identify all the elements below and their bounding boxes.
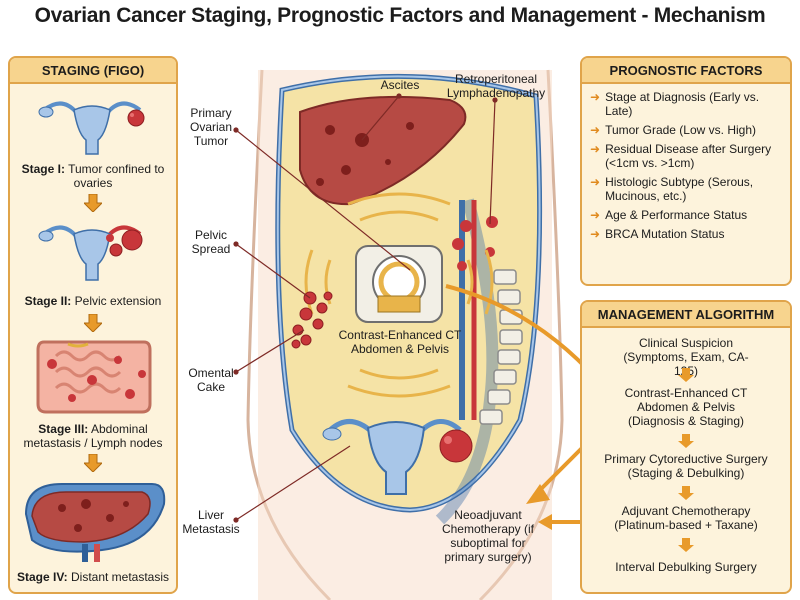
prognostic-list: ➜Stage at Diagnosis (Early vs. Late) ➜Tu… [582, 84, 790, 241]
stage-4-illustration [24, 483, 166, 562]
arrow-right-icon: ➜ [590, 175, 601, 189]
management-step: Primary Cytoreductive Surgery (Staging &… [604, 452, 768, 480]
staging-panel: STAGING (FIGO) Stage I: Tumor confined t… [8, 56, 178, 594]
arrow-right-icon: ➜ [590, 123, 601, 137]
list-item: ➜Stage at Diagnosis (Early vs. Late) [590, 90, 760, 118]
down-arrow-icon [678, 368, 694, 382]
callout-lymphadenopathy: Retroperitoneal Lymphadenopathy [446, 72, 546, 100]
list-item: ➜Residual Disease after Surgery (<1cm vs… [590, 142, 772, 170]
down-arrow-icon [84, 454, 102, 472]
list-item: ➜Age & Performance Status [590, 208, 748, 222]
management-step: Clinical Suspicion (Symptoms, Exam, CA-1… [623, 336, 749, 378]
stage-1-illustration [38, 101, 145, 155]
down-arrow-icon [84, 194, 102, 212]
staging-header: STAGING (FIGO) [10, 58, 176, 84]
list-item: ➜Histologic Subtype (Serous, Mucinous, e… [590, 175, 754, 203]
management-step: Interval Debulking Surgery [615, 560, 757, 574]
stage-4-label: Stage IV: Distant metastasis [16, 570, 170, 584]
down-arrow-icon [678, 486, 694, 500]
callout-pelvic-spread: Pelvic Spread [191, 228, 231, 256]
management-step: Contrast-Enhanced CT Abdomen & Pelvis (D… [624, 386, 748, 428]
down-arrow-icon [84, 314, 102, 332]
callout-omental-cake: Omental Cake [188, 366, 234, 394]
stage-3-label: Stage III: Abdominal metastasis / Lymph … [23, 422, 163, 450]
list-item: ➜Tumor Grade (Low vs. High) [590, 123, 756, 137]
management-header: MANAGEMENT ALGORITHM [582, 302, 790, 328]
callout-liver-metastasis: Liver Metastasis [182, 508, 240, 536]
callout-ascites: Ascites [380, 78, 420, 92]
prognostic-panel: PROGNOSTIC FACTORS ➜Stage at Diagnosis (… [580, 56, 792, 286]
arrow-right-icon: ➜ [590, 142, 601, 156]
page-title: Ovarian Cancer Staging, Prognostic Facto… [34, 4, 766, 27]
down-arrow-icon [678, 538, 694, 552]
callout-primary-tumor: Primary Ovarian Tumor [189, 106, 233, 148]
arrow-right-icon: ➜ [590, 227, 601, 241]
stage-2-illustration [38, 225, 143, 281]
callout-ct: Contrast-Enhanced CT Abdomen & Pelvis [338, 328, 462, 356]
down-arrow-icon [678, 434, 694, 448]
stage-1-label: Stage I: Tumor confined to ovaries [21, 162, 165, 190]
callout-neoadjuvant: Neoadjuvant Chemotherapy (if suboptimal … [441, 508, 535, 564]
arrow-right-icon: ➜ [590, 208, 601, 222]
management-step: Adjuvant Chemotherapy (Platinum-based + … [614, 504, 758, 532]
arrow-right-icon: ➜ [590, 90, 601, 104]
stage-3-illustration [36, 340, 152, 414]
prognostic-header: PROGNOSTIC FACTORS [582, 58, 790, 84]
management-panel: MANAGEMENT ALGORITHM Clinical Suspicion … [580, 300, 792, 594]
stage-2-label: Stage II: Pelvic extension [24, 294, 162, 308]
list-item: ➜BRCA Mutation Status [590, 227, 725, 241]
